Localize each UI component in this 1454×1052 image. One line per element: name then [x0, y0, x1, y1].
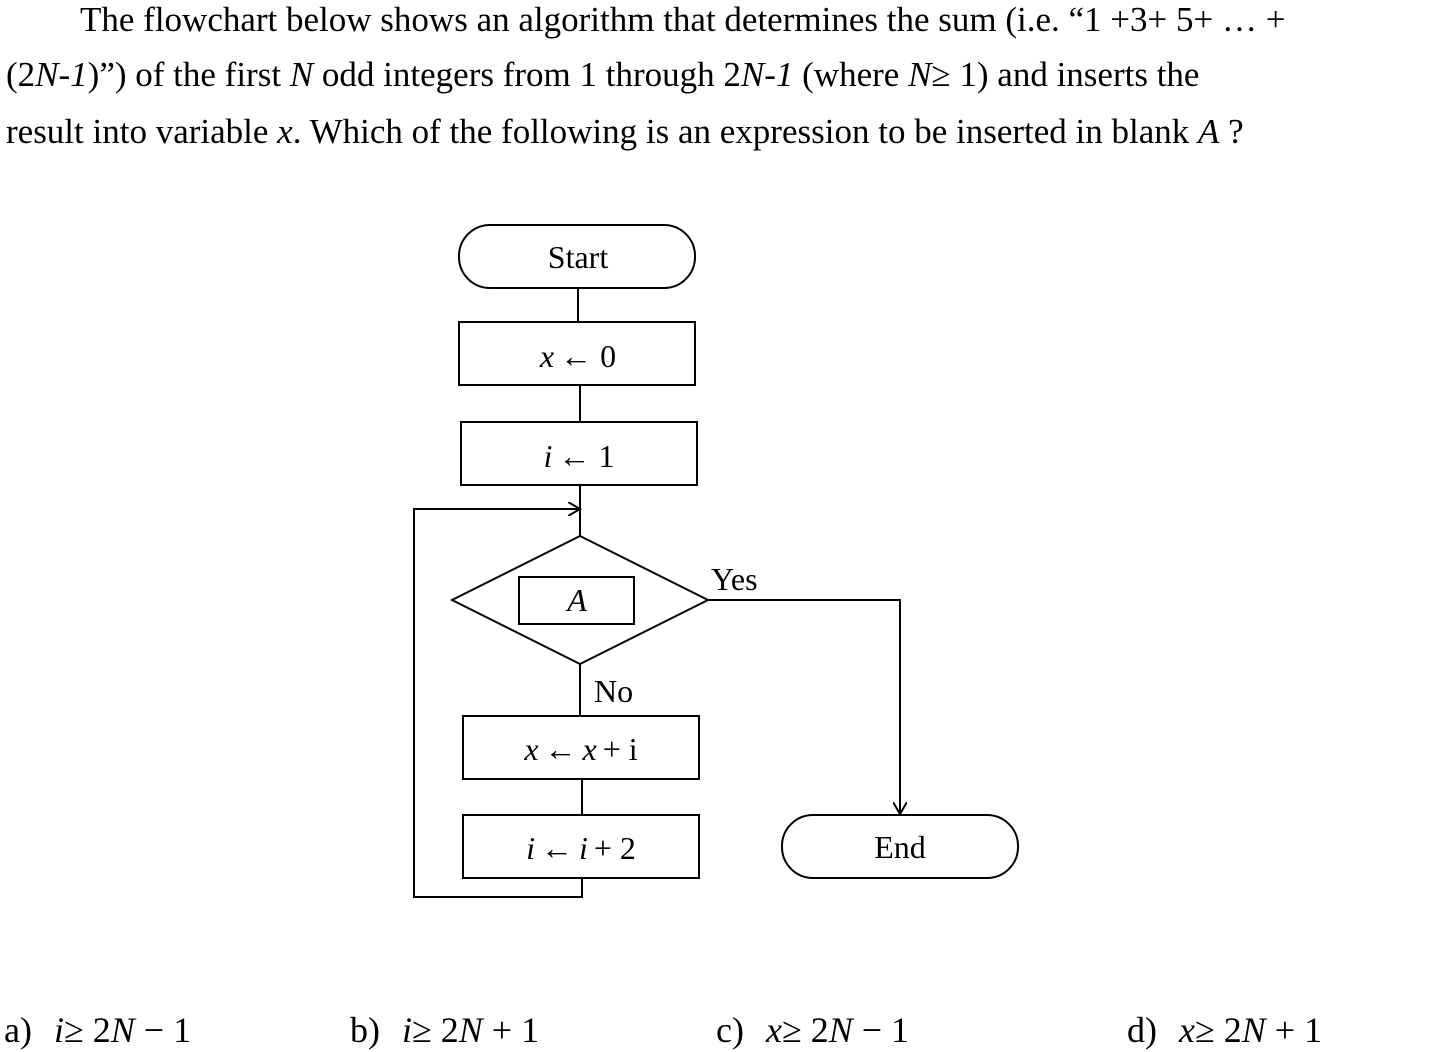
choice-letter: a)	[4, 1010, 32, 1050]
question-text: result into variable	[6, 112, 278, 151]
choice-letter: c)	[716, 1010, 744, 1050]
question-text: ?	[1219, 112, 1244, 151]
no-label: No	[594, 673, 633, 709]
var-i: i	[544, 438, 553, 474]
choice-letter: b)	[350, 1010, 380, 1050]
yes-label: Yes	[711, 561, 758, 597]
blank-box	[518, 576, 635, 625]
plus-i-text: + i	[603, 731, 638, 767]
process-init-i-label: i← 1	[544, 438, 615, 474]
question-text: The flowchart below shows an algorithm t…	[80, 0, 1286, 39]
question-text: ≥ 1) and inserts the	[931, 55, 1200, 94]
plus-two-text: + 2	[594, 830, 636, 866]
var-N: N	[35, 55, 59, 94]
end-label: End	[874, 829, 926, 865]
process-update-i	[462, 814, 700, 879]
blank-label: A	[565, 582, 587, 618]
var-x: x	[582, 731, 597, 767]
assign-text: ← 0	[560, 338, 616, 374]
choice-a[interactable]: a) i≥ 2N − 1	[4, 1008, 191, 1052]
var-x: x	[277, 112, 293, 151]
yes-arrow	[708, 599, 900, 814]
question-text: . Which of the following is an expressio…	[292, 112, 1199, 151]
process-init-x-label: x← 0	[539, 338, 616, 374]
choice-expr: ≥ 2	[1194, 1010, 1242, 1050]
var-i: i	[526, 830, 535, 866]
choice-tail: + 1	[482, 1010, 540, 1050]
choice-expr: ≥ 2	[781, 1010, 829, 1050]
question-text: -	[58, 55, 71, 94]
end-terminator	[781, 814, 1019, 879]
question-line-2: (2N-1)”) of the first N odd integers fro…	[6, 55, 1199, 95]
var-i: i	[402, 1010, 413, 1050]
choice-tail: − 1	[852, 1010, 910, 1050]
process-init-x	[458, 321, 696, 386]
question-text: (where	[793, 55, 909, 94]
var-x: x	[1179, 1010, 1195, 1050]
choice-b[interactable]: b) i≥ 2N + 1	[350, 1008, 539, 1052]
number-one: 1	[70, 55, 88, 94]
var-N: N	[828, 1010, 853, 1050]
var-x: x	[523, 731, 538, 767]
var-i: i	[53, 1010, 64, 1050]
var-N: N	[1241, 1010, 1266, 1050]
assign-text: ← 1	[558, 438, 614, 474]
choice-tail: + 1	[1265, 1010, 1323, 1050]
question-text: -	[764, 55, 776, 94]
var-x: x	[539, 338, 554, 374]
question-text: (2	[6, 55, 36, 94]
var-x: x	[765, 1010, 782, 1050]
process-init-i	[460, 421, 698, 486]
var-N: N	[740, 55, 765, 94]
choice-d[interactable]: d) x≥ 2N + 1	[1127, 1008, 1322, 1052]
question-text: )”) of the first	[87, 55, 290, 94]
start-label: Start	[548, 239, 609, 275]
var-N: N	[458, 1010, 483, 1050]
assign-arrow: ←	[545, 731, 577, 767]
question-line-1: The flowchart below shows an algorithm t…	[80, 0, 1285, 40]
choice-letter: d)	[1127, 1010, 1157, 1050]
choice-tail: − 1	[134, 1010, 192, 1050]
blank-A: A	[1198, 112, 1220, 151]
loop-back-arrow	[413, 509, 583, 898]
process-update-i-label: i←i+ 2	[526, 830, 636, 866]
number-one: 1	[775, 55, 794, 94]
question-text: odd integers from 1 through 2	[313, 55, 741, 94]
var-N: N	[110, 1010, 135, 1050]
choice-c[interactable]: c) x≥ 2N − 1	[716, 1008, 909, 1052]
assign-arrow: ←	[541, 830, 573, 866]
var-N: N	[908, 55, 932, 94]
choice-expr: ≥ 2	[63, 1010, 111, 1050]
question-line-3: result into variable x. Which of the fol…	[6, 112, 1244, 152]
process-update-x	[462, 715, 700, 780]
var-i: i	[579, 830, 588, 866]
process-update-x-label: x←x+ i	[523, 731, 637, 767]
var-N: N	[289, 55, 314, 94]
choice-expr: ≥ 2	[412, 1010, 459, 1050]
